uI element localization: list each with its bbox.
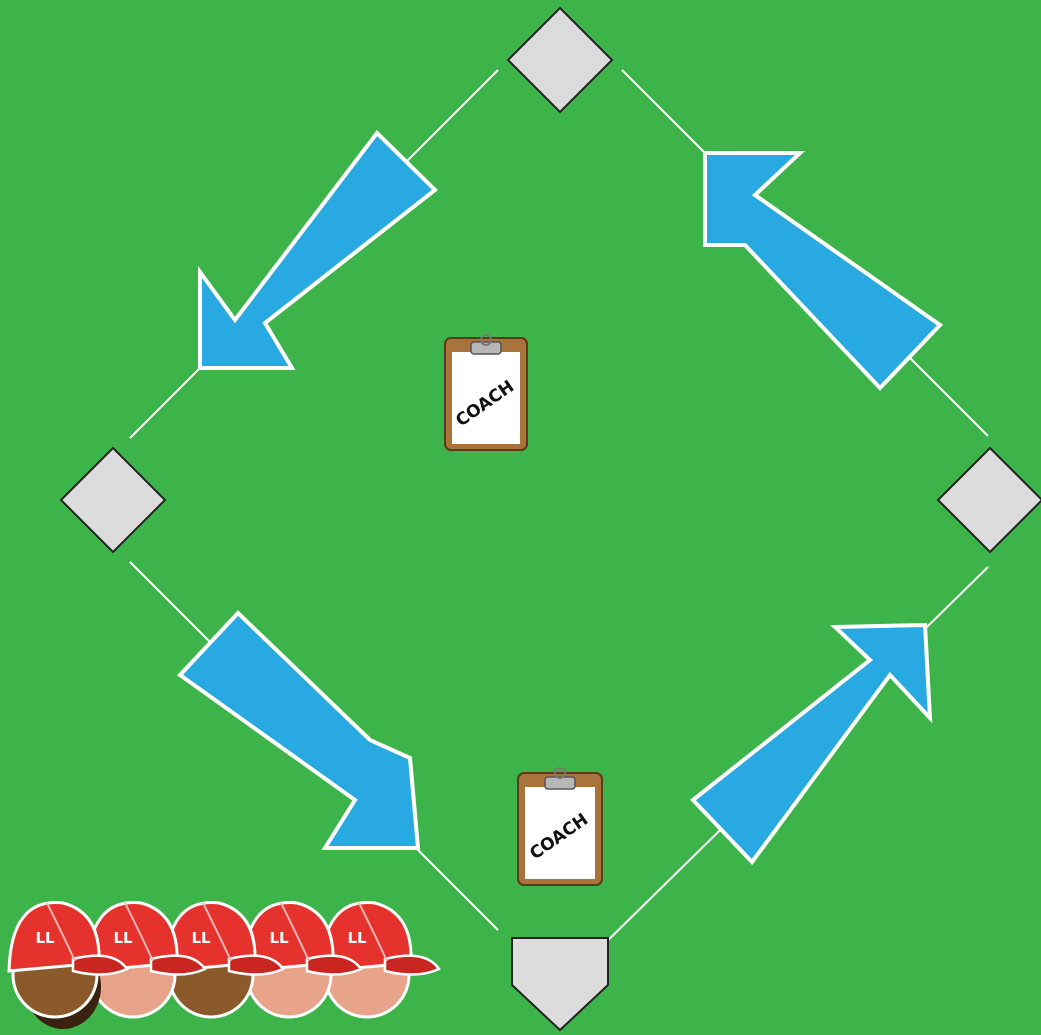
coach-clipboard: COACH bbox=[518, 768, 602, 885]
player-cap-label: LL bbox=[269, 929, 289, 947]
player-cap-label: LL bbox=[347, 929, 367, 947]
coach-clipboard: COACH bbox=[445, 335, 527, 450]
players-line: LL LL LL LL LL bbox=[9, 903, 439, 1029]
player-cap-label: LL bbox=[113, 929, 133, 947]
player-cap-label: LL bbox=[35, 929, 55, 947]
player-cap-label: LL bbox=[191, 929, 211, 947]
clipboard-clip bbox=[471, 342, 501, 354]
